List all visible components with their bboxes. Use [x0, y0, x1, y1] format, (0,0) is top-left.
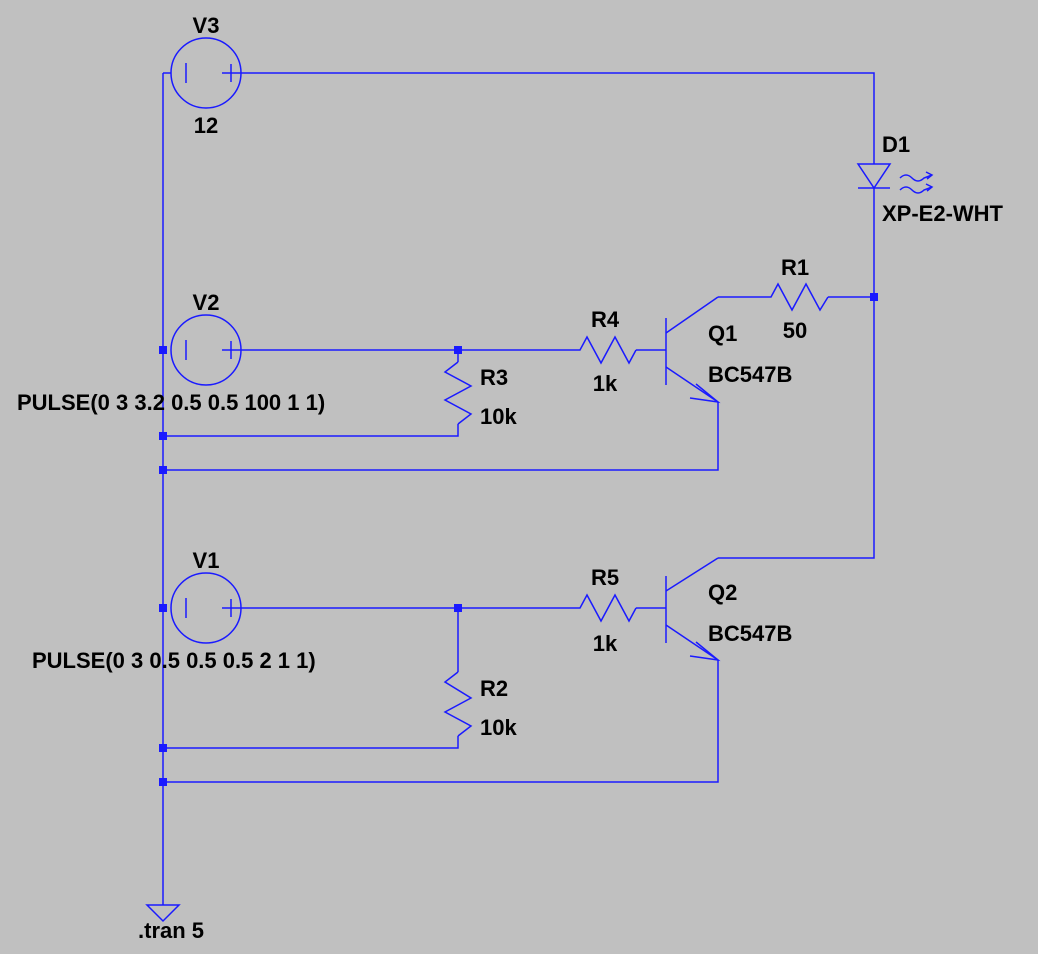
wire-r2-bottom[interactable]	[163, 736, 459, 749]
voltage-source-v2[interactable]	[170, 314, 242, 386]
v3-value-label: 12	[194, 113, 218, 138]
resistor-r4[interactable]	[570, 335, 637, 365]
d1-value-label: XP-E2-WHT	[882, 201, 1004, 226]
junction-dot	[870, 293, 878, 301]
wire-left-rail[interactable]	[162, 72, 171, 905]
wire-q1-emitter-return[interactable]	[163, 402, 719, 471]
v3-name-label: V3	[193, 13, 220, 38]
led-d1[interactable]	[856, 163, 934, 194]
r2-value-label: 10k	[480, 715, 517, 740]
junctions	[159, 293, 878, 786]
q1-value-label: BC547B	[708, 362, 792, 387]
wire-v3-to-d1[interactable]	[240, 72, 875, 164]
r5-value-label: 1k	[593, 631, 618, 656]
r2-name-label: R2	[480, 676, 508, 701]
r5-name-label: R5	[591, 565, 619, 590]
r1-name-label: R1	[781, 255, 809, 280]
r3-name-label: R3	[480, 365, 508, 390]
voltage-source-v3[interactable]	[170, 37, 242, 109]
junction-dot	[159, 466, 167, 474]
transistor-q2[interactable]	[665, 557, 721, 662]
transistor-q1[interactable]	[665, 296, 721, 404]
v1-name-label: V1	[193, 548, 220, 573]
led-icon	[899, 171, 934, 194]
q1-name-label: Q1	[708, 321, 737, 346]
voltage-source-v1[interactable]	[170, 572, 242, 644]
v2-name-label: V2	[193, 290, 220, 315]
labels: V3 12 V2 PULSE(0 3 3.2 0.5 0.5 100 1 1) …	[17, 13, 1004, 943]
v1-value-label: PULSE(0 3 0.5 0.5 0.5 2 1 1)	[32, 648, 316, 673]
resistor-r5[interactable]	[570, 593, 637, 623]
resistor-r1[interactable]	[762, 282, 829, 312]
ground-icon	[145, 904, 181, 923]
q2-name-label: Q2	[708, 580, 737, 605]
junction-dot	[159, 346, 167, 354]
wire-d1-cathode[interactable]	[718, 188, 875, 559]
junction-dot	[159, 744, 167, 752]
junction-dot	[454, 604, 462, 612]
resistor-r2[interactable]	[443, 671, 473, 737]
r3-value-label: 10k	[480, 404, 517, 429]
junction-dot	[159, 604, 167, 612]
junction-dot	[159, 778, 167, 786]
wire-r3-bottom[interactable]	[163, 424, 459, 437]
spice-directive[interactable]: .tran 5	[138, 918, 204, 943]
junction-dot	[159, 432, 167, 440]
r4-value-label: 1k	[593, 371, 618, 396]
r4-name-label: R4	[591, 307, 620, 332]
wires	[162, 72, 875, 905]
wire-q2-emitter-return[interactable]	[163, 660, 719, 783]
junction-dot	[454, 346, 462, 354]
d1-name-label: D1	[882, 132, 910, 157]
v2-value-label: PULSE(0 3 3.2 0.5 0.5 100 1 1)	[17, 390, 325, 415]
r1-value-label: 50	[783, 318, 807, 343]
resistor-r3[interactable]	[443, 361, 473, 425]
q2-value-label: BC547B	[708, 621, 792, 646]
